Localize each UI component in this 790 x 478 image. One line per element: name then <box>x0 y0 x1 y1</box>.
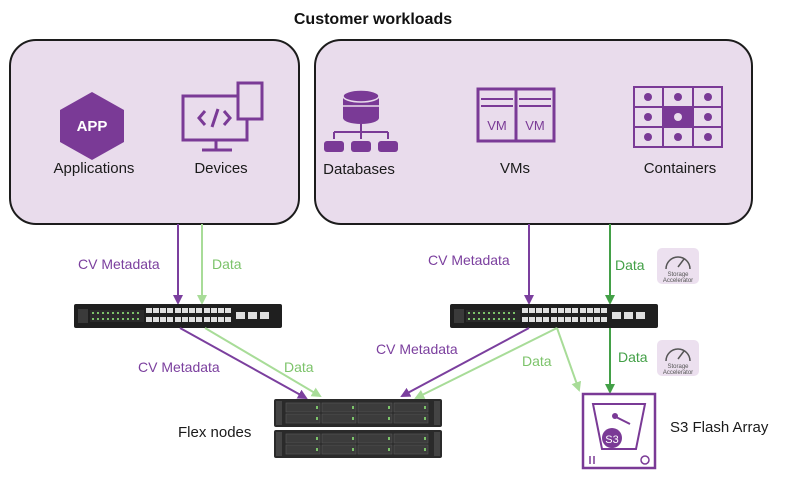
flex-nodes-label: Flex nodes <box>178 424 251 441</box>
applications-label: Applications <box>54 160 135 177</box>
data-label-1: Data <box>212 256 242 272</box>
app-badge-text: APP <box>77 118 108 135</box>
containers-label: Containers <box>644 160 717 177</box>
workload-group-left <box>9 39 300 225</box>
database-icon <box>324 89 398 152</box>
diagram-title: Customer workloads <box>294 11 452 28</box>
accelerator-line2: Accelerator <box>663 278 693 284</box>
s3-badge-text: S3 <box>605 434 618 446</box>
data-label-4: Data <box>522 353 552 369</box>
bucket-icon: S3 <box>591 403 647 450</box>
data-label-3: Data <box>284 359 314 375</box>
data-label-5: Data <box>618 349 648 365</box>
cv-metadata-label-3: CV Metadata <box>138 359 220 375</box>
s3-flash-array: S3 <box>581 392 657 470</box>
storage-accelerator-badge-1: Storage Accelerator <box>657 248 699 284</box>
data-arrow-right-to-flex <box>414 327 558 399</box>
network-switch-right <box>450 304 658 328</box>
cv-metadata-label-4: CV Metadata <box>376 341 458 357</box>
speedometer-icon <box>665 348 691 362</box>
vm-badge-left: VM <box>487 118 507 133</box>
cv-arrow-right-to-flex <box>400 327 530 397</box>
vm-badge-right: VM <box>525 118 545 133</box>
s3-flash-array-label: S3 Flash Array <box>670 419 769 436</box>
accelerator-line2: Accelerator <box>663 370 693 376</box>
data-label-2: Data <box>615 257 645 273</box>
cv-metadata-label-2: CV Metadata <box>428 252 510 268</box>
flex-node-server-1 <box>274 399 442 427</box>
flex-node-server-2 <box>274 430 442 458</box>
devices-label: Devices <box>194 160 247 177</box>
speedometer-icon <box>665 256 691 270</box>
vms-label: VMs <box>500 160 530 177</box>
cv-arrow-left-to-flex <box>179 327 308 399</box>
data-arrow-left-to-flex <box>204 327 322 398</box>
accelerator-line1: Storage <box>667 272 689 278</box>
cv-metadata-label-1: CV Metadata <box>78 256 160 272</box>
databases-label: Databases <box>323 161 395 178</box>
containers-icon <box>633 86 723 148</box>
network-switch-left <box>74 304 282 328</box>
accelerator-line1: Storage <box>667 364 689 370</box>
app-hexagon-icon: APP <box>60 92 124 160</box>
data-arrow-right-to-s3-light <box>556 327 582 392</box>
vm-icon: VM VM <box>476 87 556 143</box>
storage-accelerator-badge-2: Storage Accelerator <box>657 340 699 376</box>
devices-icon <box>181 81 264 152</box>
